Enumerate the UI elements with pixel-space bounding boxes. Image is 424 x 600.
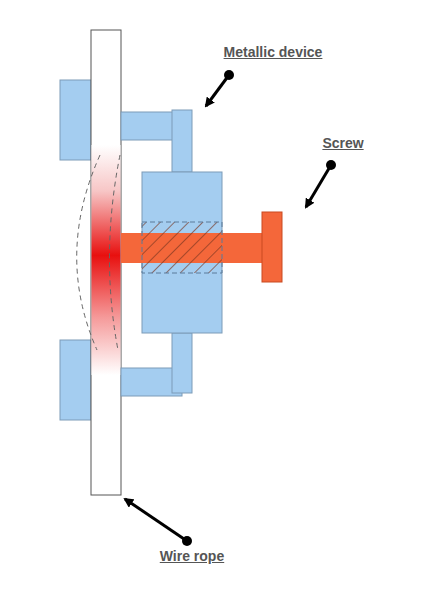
leader-line — [206, 75, 229, 106]
part-label: Wire rope — [160, 548, 224, 564]
clamp-pad — [60, 340, 91, 420]
thread-zone — [142, 222, 222, 273]
device-arm — [172, 110, 192, 172]
part-label: Screw — [322, 135, 363, 151]
wire-rope — [91, 30, 121, 495]
deformed-outline — [77, 155, 100, 350]
leader-line — [125, 499, 187, 541]
device-block — [142, 172, 222, 333]
heat-zone — [92, 145, 121, 375]
deformed-outline — [109, 155, 120, 350]
clamp-pad — [60, 80, 91, 160]
part-label: Metallic device — [224, 44, 323, 60]
screw-head — [262, 212, 282, 282]
leader-line — [306, 165, 331, 207]
device-arm — [172, 333, 192, 393]
